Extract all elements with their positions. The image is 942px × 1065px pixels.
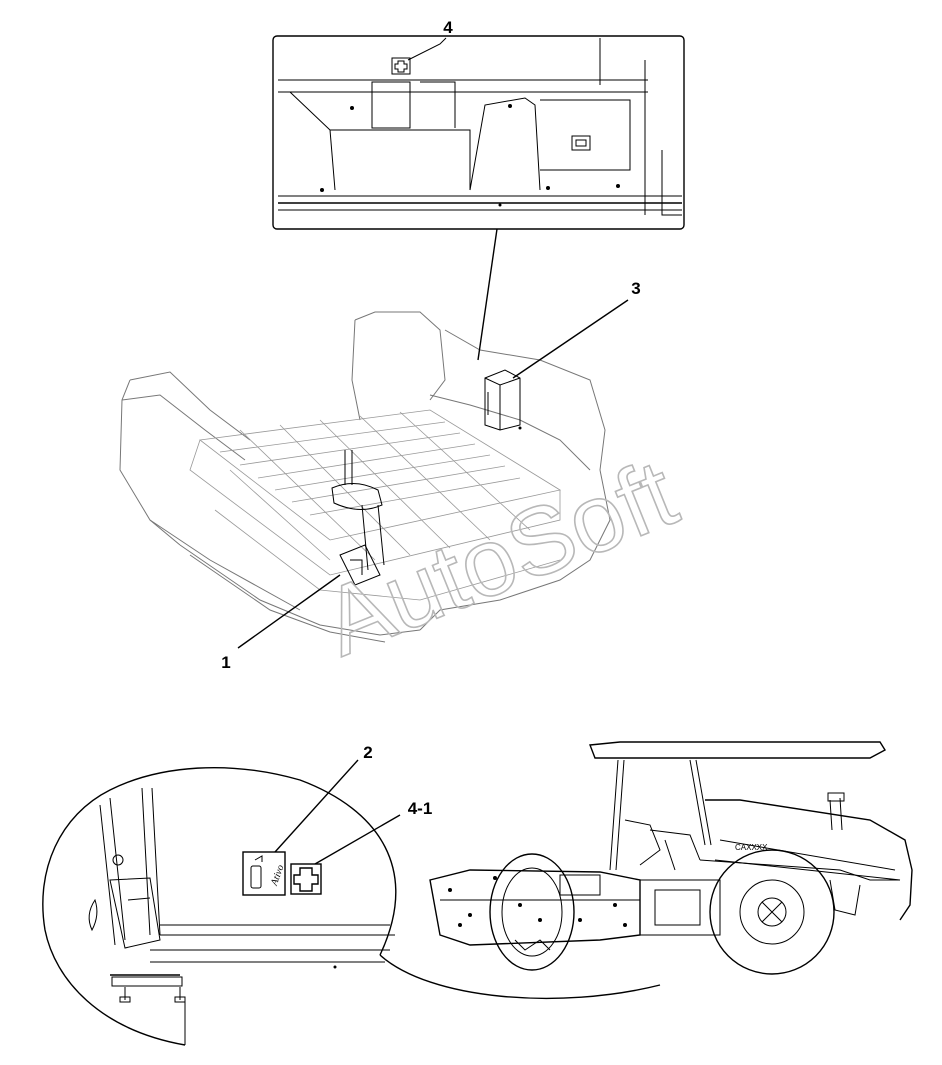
front-frame [429, 869, 641, 946]
callout-1: 1 [221, 653, 230, 672]
leader-4-1 [314, 814, 401, 865]
leader-1 [237, 574, 341, 649]
callout-2: 2 [363, 743, 372, 762]
callout-4-1: 4-1 [408, 799, 433, 818]
detail-inset-top [272, 35, 685, 230]
leader-2 [274, 759, 359, 853]
detail-circle-left: Ativo [42, 759, 661, 1046]
first-aid-decal [290, 863, 322, 895]
inset-connector-line [477, 228, 498, 361]
callout-3: 3 [631, 279, 640, 298]
platform-assembly [119, 228, 629, 649]
rear-wheel [709, 849, 835, 975]
leader-3 [512, 299, 629, 379]
callout-4: 4 [443, 18, 453, 37]
decal-text: Ativo [269, 863, 287, 888]
model-label: CAXXXX [735, 843, 768, 852]
fire-extinguisher-decal: Ativo [242, 851, 287, 896]
front-drum [489, 853, 575, 971]
roller-machine: CAXXXX [429, 741, 913, 975]
